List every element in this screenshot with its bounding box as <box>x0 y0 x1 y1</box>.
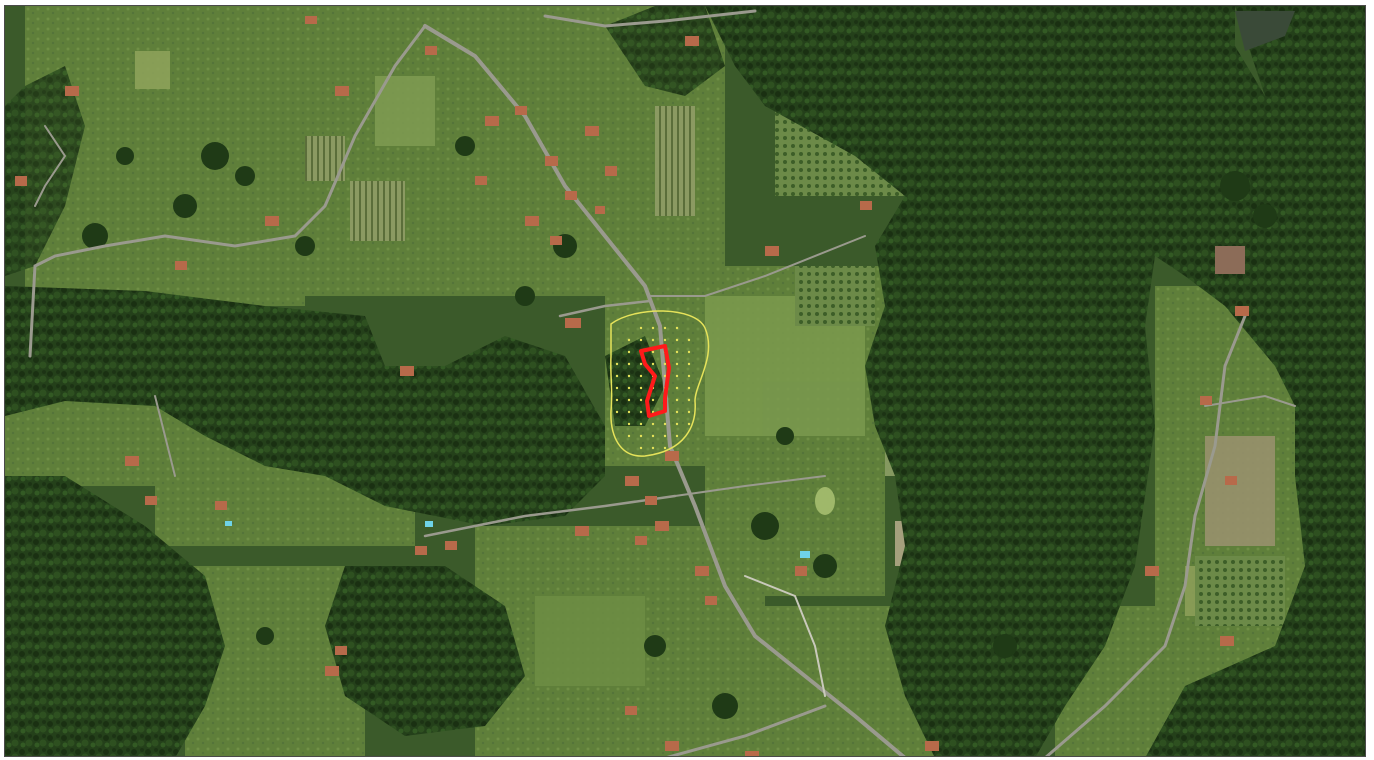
sample-point <box>651 326 655 330</box>
sample-point <box>615 410 619 414</box>
sample-point <box>651 422 655 426</box>
sample-point <box>651 446 655 450</box>
sample-point <box>663 446 667 450</box>
sample-point <box>639 338 643 342</box>
sample-point <box>615 398 619 402</box>
sample-point <box>639 374 643 378</box>
sample-point <box>639 446 643 450</box>
sample-point <box>687 374 691 378</box>
sample-point <box>639 422 643 426</box>
sample-point <box>675 362 679 366</box>
sample-point <box>663 374 667 378</box>
satellite-map-canvas <box>5 6 1365 756</box>
sample-point <box>651 398 655 402</box>
buildings <box>15 16 1249 756</box>
sample-point <box>663 362 667 366</box>
sample-point <box>687 350 691 354</box>
sample-point <box>627 422 631 426</box>
sample-point <box>627 410 631 414</box>
site-parcel-overlay <box>639 344 671 418</box>
sample-point <box>687 422 691 426</box>
forest-areas <box>5 6 1365 756</box>
sample-point <box>639 398 643 402</box>
sample-point <box>615 362 619 366</box>
sample-point <box>663 422 667 426</box>
sample-point <box>627 398 631 402</box>
buffer-zone-overlay <box>610 310 710 457</box>
sample-point <box>639 386 643 390</box>
sample-point <box>687 362 691 366</box>
sample-point <box>687 386 691 390</box>
sample-point <box>627 434 631 438</box>
sample-point <box>675 410 679 414</box>
sample-point <box>639 434 643 438</box>
sample-point <box>627 338 631 342</box>
sample-point <box>615 374 619 378</box>
sample-point <box>675 434 679 438</box>
sample-point <box>651 350 655 354</box>
sample-point <box>639 410 643 414</box>
sample-point <box>687 398 691 402</box>
water-features <box>225 11 1295 558</box>
sample-point <box>663 338 667 342</box>
sample-point <box>651 338 655 342</box>
sample-point <box>675 386 679 390</box>
sample-point <box>675 422 679 426</box>
sample-point <box>675 374 679 378</box>
sample-point <box>627 350 631 354</box>
sample-point <box>627 362 631 366</box>
sample-point <box>639 362 643 366</box>
sample-point <box>627 374 631 378</box>
sample-point <box>651 434 655 438</box>
satellite-map-view[interactable] <box>4 5 1366 757</box>
sample-point <box>687 410 691 414</box>
sample-point <box>627 386 631 390</box>
sample-point <box>675 326 679 330</box>
sample-point <box>675 350 679 354</box>
sample-point <box>615 386 619 390</box>
sample-point <box>675 338 679 342</box>
sample-point <box>651 362 655 366</box>
sample-point <box>663 326 667 330</box>
sample-point <box>663 434 667 438</box>
sample-point <box>675 398 679 402</box>
sample-point <box>687 338 691 342</box>
sample-point-grid <box>615 326 691 450</box>
sample-point <box>639 326 643 330</box>
